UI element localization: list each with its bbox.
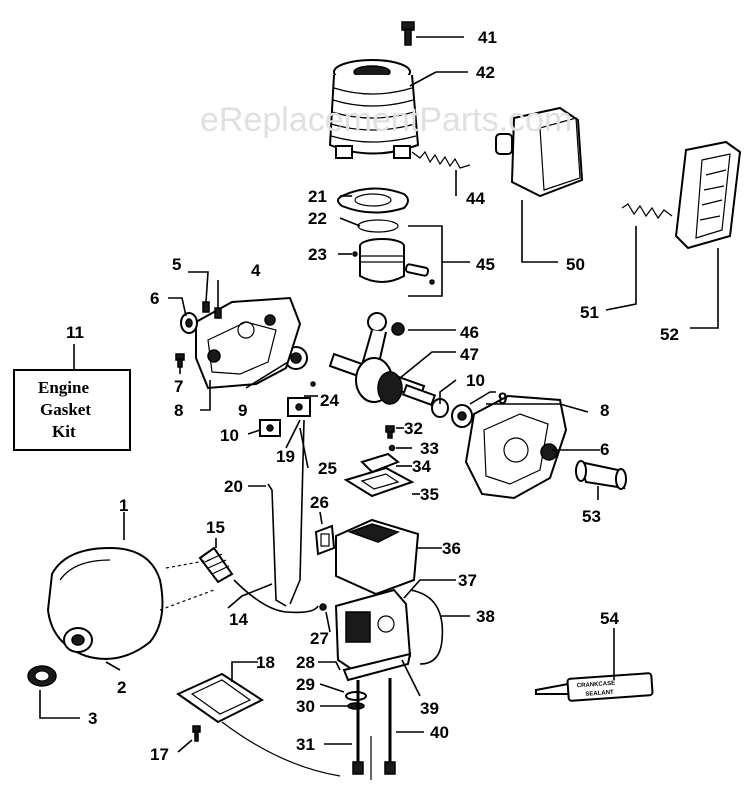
part-52-cover [674, 140, 742, 250]
kit-box-line2: Gasket [40, 400, 91, 419]
callout-32: 32 [404, 419, 423, 438]
part-6-seal-left [180, 312, 198, 334]
engine-gasket-kit-box: Engine Gasket Kit [13, 369, 131, 451]
callout-9-right: 9 [498, 389, 507, 408]
callout-37: 37 [458, 571, 477, 590]
callout-42: 42 [476, 63, 495, 82]
part-44-spring [411, 150, 471, 169]
callout-20: 20 [224, 477, 243, 496]
callout-24: 24 [320, 391, 339, 410]
part-50-filter-housing [495, 106, 584, 198]
callout-6-left: 6 [150, 289, 159, 308]
kit-box-line1: Engine [38, 378, 89, 397]
part-53-sleeve [575, 460, 627, 490]
leader-lines [39, 36, 719, 753]
part-36-adapter [335, 518, 420, 596]
part-32-33-screws [385, 425, 396, 452]
callout-38: 38 [476, 607, 495, 626]
callout-29: 29 [296, 675, 315, 694]
part-8-crankcase-left [195, 296, 302, 390]
callout-7: 7 [174, 377, 183, 396]
part-21-gasket [337, 187, 409, 214]
callout-5: 5 [172, 255, 181, 274]
watermark: eReplacementParts.com [200, 101, 572, 139]
sealant-tube-label-line1: CRANKCASE [577, 681, 616, 690]
part-34-reed [360, 452, 400, 474]
callout-54: 54 [600, 609, 619, 628]
callout-8-left: 8 [174, 401, 183, 420]
callout-2: 2 [117, 678, 126, 697]
callout-11: 11 [66, 323, 84, 342]
part-47-crankshaft [328, 312, 437, 407]
part-8-crankcase-right [464, 394, 568, 500]
callout-1: 1 [119, 496, 128, 515]
callout-18: 18 [256, 653, 275, 672]
callout-3: 3 [88, 709, 97, 728]
callout-23: 23 [308, 245, 327, 264]
part-46-bearing [391, 322, 405, 336]
callout-10-left: 10 [220, 426, 239, 445]
callout-53: 53 [582, 507, 601, 526]
callout-33: 33 [420, 439, 439, 458]
callout-50: 50 [566, 255, 585, 274]
callout-25: 25 [318, 459, 337, 478]
callout-34: 34 [412, 457, 431, 476]
part-24-blocks [259, 381, 316, 437]
part-39-carburetor [319, 588, 412, 682]
part-35-reed-plate [343, 466, 415, 498]
part-51-spring [621, 203, 673, 220]
leader-18-extension [221, 721, 341, 777]
part-17-screw [192, 725, 201, 742]
callout-47: 47 [460, 345, 479, 364]
kit-box-line3: Kit [52, 422, 76, 441]
part-18-gasket [175, 672, 265, 724]
callout-19: 19 [276, 447, 295, 466]
part-26-gasket [314, 524, 336, 556]
callout-30: 30 [296, 697, 315, 716]
part-20-25-rods [267, 419, 305, 607]
part-3-cap [27, 665, 57, 687]
callout-40: 40 [430, 723, 449, 742]
callout-52: 52 [660, 325, 679, 344]
part-41-screw [401, 21, 415, 46]
part-54-sealant-tube: CRANKCASE SEALANT [535, 672, 654, 702]
callout-4: 4 [251, 261, 261, 280]
part-23-piston [352, 238, 435, 285]
callout-44: 44 [466, 189, 485, 208]
sealant-tube-label-line2: SEALANT [585, 690, 614, 698]
callout-41: 41 [478, 28, 497, 47]
part-1-fuel-tank [46, 546, 215, 660]
callout-10-right: 10 [466, 371, 485, 390]
callout-46: 46 [460, 323, 479, 342]
callout-9-left: 9 [238, 401, 247, 420]
callout-21: 21 [308, 187, 327, 206]
part-31-40-bolts [352, 678, 396, 780]
callout-27: 27 [310, 629, 329, 648]
part-38-fuel-line [409, 589, 444, 665]
part-7-screw [175, 353, 185, 368]
part-28-30-washers [345, 691, 367, 710]
callout-numbers: 11 1 2 3 4 5 6 6 7 8 8 9 9 10 10 14 15 1… [66, 28, 679, 764]
callout-28: 28 [296, 653, 315, 672]
callout-31: 31 [296, 735, 315, 754]
callout-14: 14 [229, 610, 248, 629]
callout-17: 17 [150, 745, 169, 764]
part-42-cylinder [328, 59, 420, 159]
callout-6-right: 6 [600, 440, 609, 459]
callout-51: 51 [580, 303, 599, 322]
callout-26: 26 [310, 493, 329, 512]
callout-22: 22 [308, 209, 327, 228]
callout-45: 45 [476, 255, 495, 274]
callout-8-right: 8 [600, 401, 609, 420]
callout-36: 36 [442, 539, 461, 558]
part-22-ring [357, 219, 399, 233]
callout-39: 39 [420, 699, 439, 718]
callout-15: 15 [206, 518, 225, 537]
callout-35: 35 [420, 485, 439, 504]
